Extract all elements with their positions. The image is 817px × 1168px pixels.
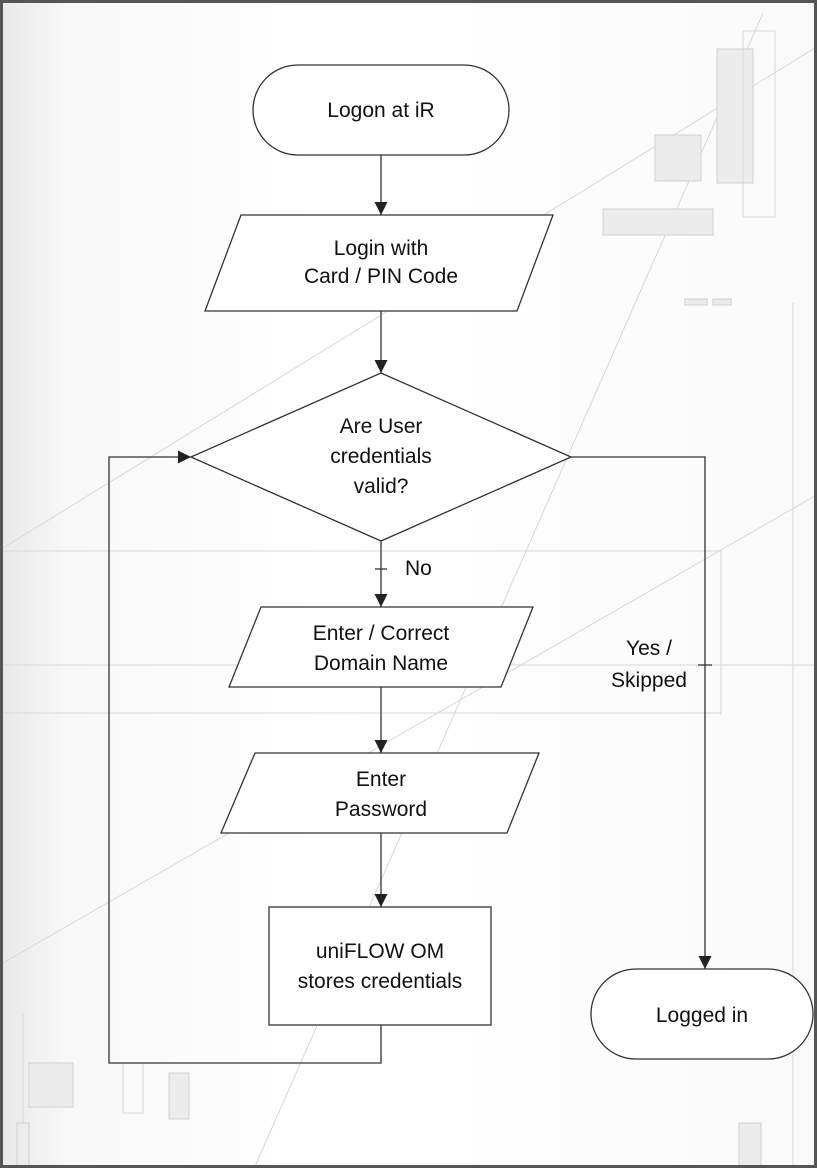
node-password: Enter Password bbox=[220, 752, 540, 834]
node-login-label-line-1: Login with bbox=[334, 237, 429, 260]
node-store-label-line-1: uniFLOW OM bbox=[316, 940, 444, 963]
edge-no-label: No bbox=[405, 557, 432, 580]
node-start: Logon at iR bbox=[252, 64, 510, 156]
edge-store-loop-back bbox=[108, 450, 382, 1064]
node-domain: Enter / Correct Domain Name bbox=[228, 606, 534, 688]
node-login: Login with Card / PIN Code bbox=[204, 214, 554, 312]
node-decision: Are User credentials valid? bbox=[189, 372, 573, 542]
node-password-label-line-1: Enter bbox=[356, 768, 406, 791]
edge-yes-label-line-1: Yes / bbox=[626, 637, 672, 660]
background-decoration bbox=[3, 12, 814, 1165]
edge-yes-label-line-2: Skipped bbox=[611, 669, 687, 692]
node-start-label: Logon at iR bbox=[327, 99, 434, 122]
node-password-label-line-2: Password bbox=[335, 798, 427, 821]
node-login-label-line-2: Card / PIN Code bbox=[304, 265, 458, 288]
node-decision-label-line-2: credentials bbox=[330, 445, 432, 468]
node-end: Logged in bbox=[590, 968, 814, 1060]
node-decision-label-line-3: valid? bbox=[354, 475, 409, 498]
flowchart-diagram: Logon at iR Login with Card / PIN Code A… bbox=[3, 12, 814, 1165]
node-store-label-line-2: stores credentials bbox=[298, 970, 463, 993]
connectors bbox=[108, 155, 712, 1064]
node-domain-label-line-1: Enter / Correct bbox=[313, 622, 450, 645]
node-store: uniFLOW OM stores credentials bbox=[268, 906, 492, 1026]
node-domain-label-line-2: Domain Name bbox=[314, 652, 448, 675]
edge-decision-yes bbox=[571, 456, 712, 969]
node-decision-label-line-1: Are User bbox=[340, 415, 423, 438]
node-end-label: Logged in bbox=[656, 1004, 748, 1027]
